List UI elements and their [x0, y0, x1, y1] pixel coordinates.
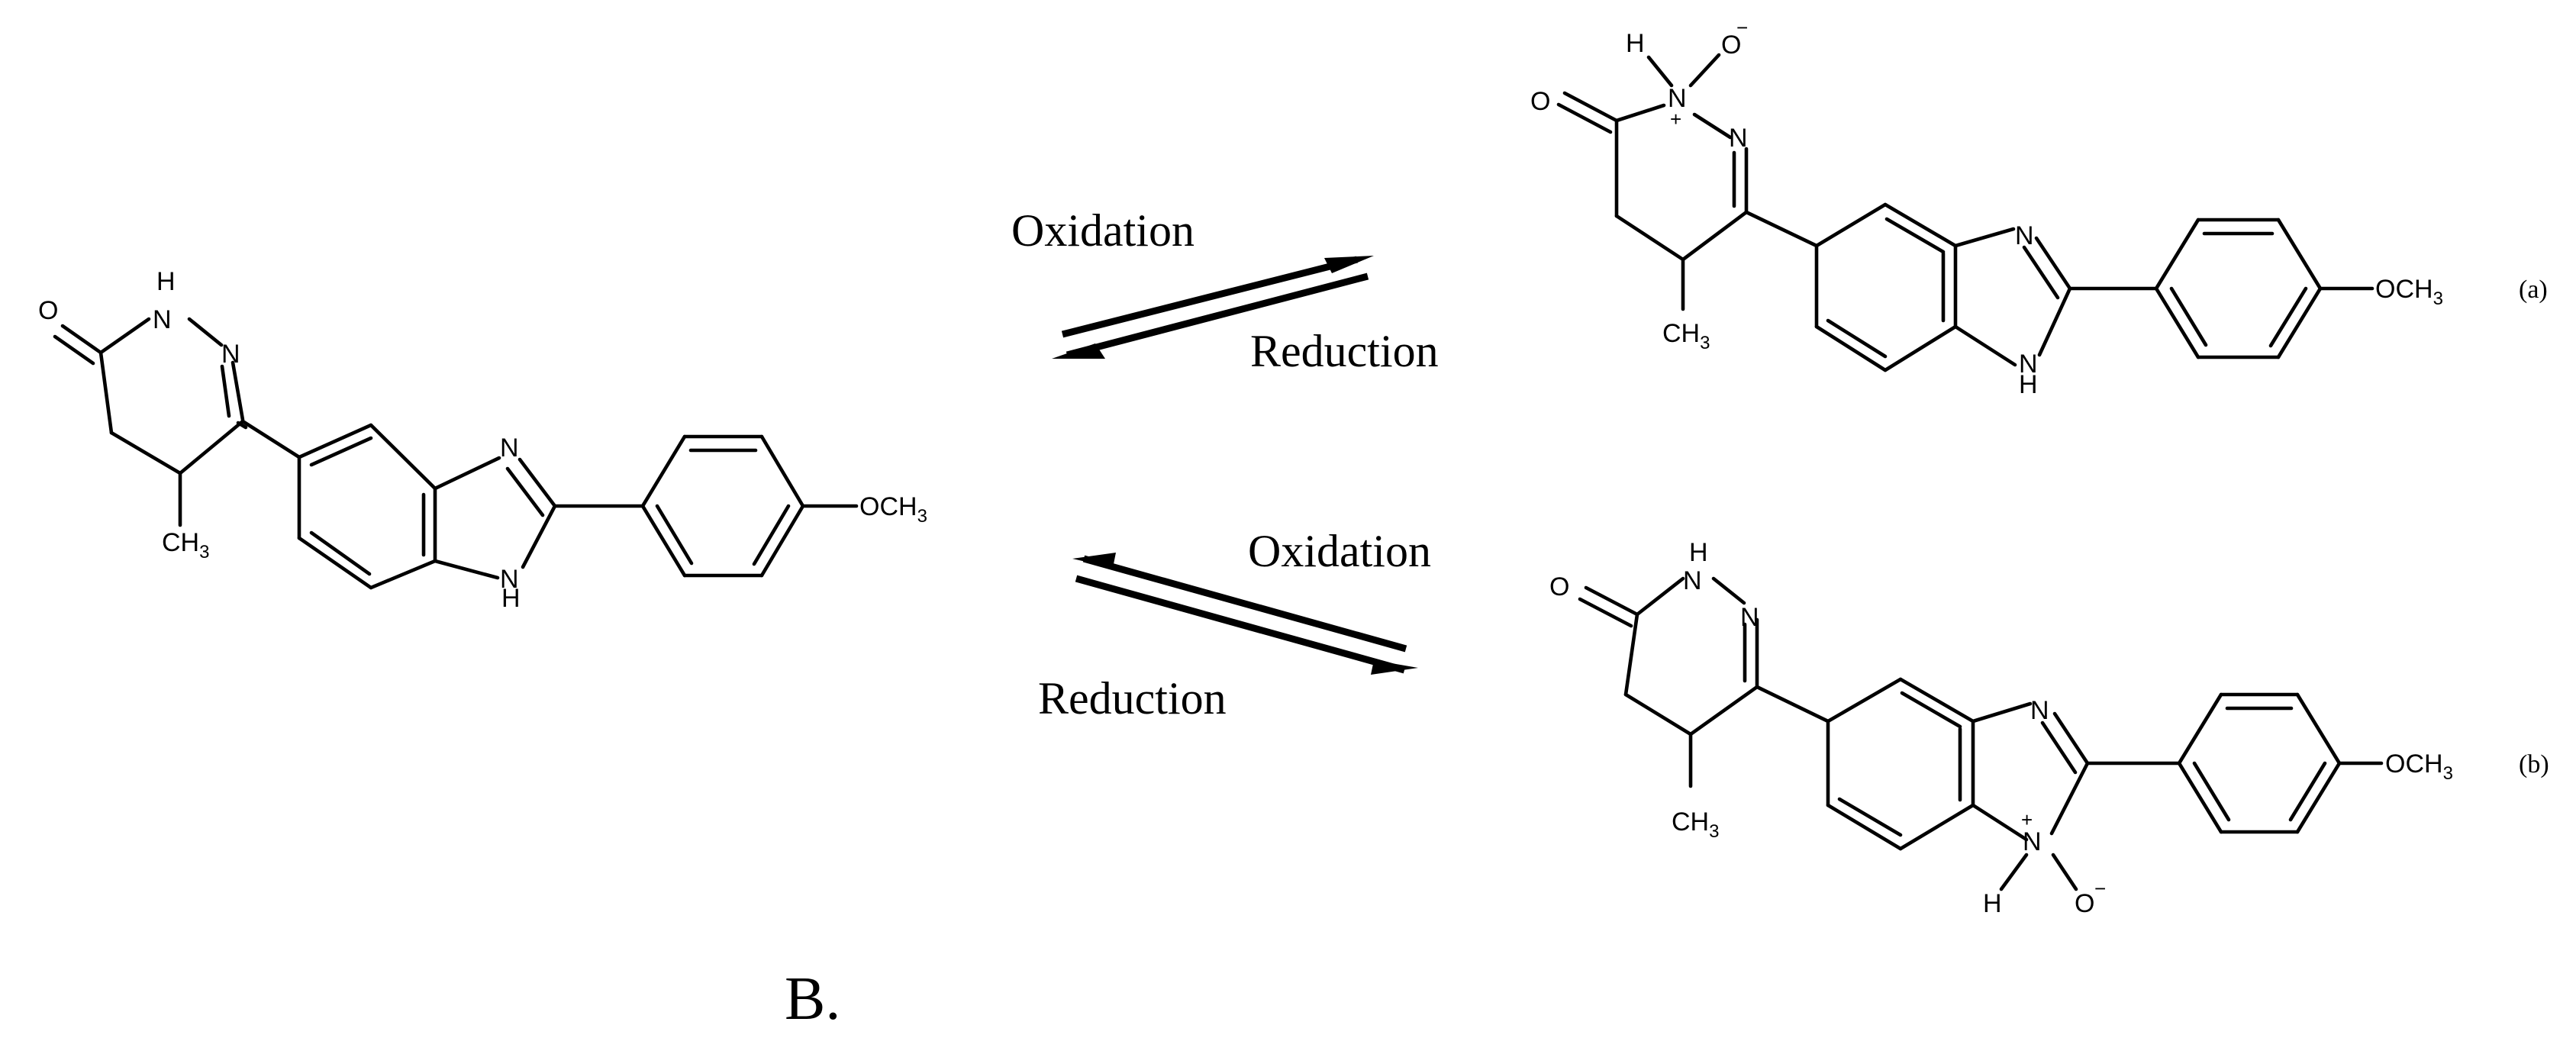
- negative-charge: −: [2094, 877, 2106, 900]
- methyl-label: CH3: [1672, 808, 1719, 842]
- methoxy-label: OCH3: [859, 492, 927, 527]
- product-label-b: (b): [2519, 750, 2549, 778]
- atom-oxygen: O: [38, 296, 58, 325]
- atom-oxygen: O: [1549, 572, 1569, 601]
- atom-nitrogen-positive: N: [2023, 827, 2042, 856]
- atom-hydrogen: H: [1689, 538, 1708, 567]
- label-reduction: Reduction: [1250, 326, 1439, 376]
- molecule-product-a: O H N + O − N CH3 N N H OCH3 (a): [1530, 16, 2548, 399]
- atom-nitrogen: N: [2019, 350, 2038, 379]
- atom-hydrogen: H: [2019, 370, 2038, 399]
- reverse-arrowhead: [1072, 553, 1116, 568]
- atom-nitrogen: N: [500, 434, 519, 463]
- panel-label: B.: [785, 965, 840, 1033]
- equilibrium-arrows-top: Oxidation Reduction: [1011, 205, 1439, 376]
- atom-hydrogen: H: [1626, 29, 1645, 58]
- forward-arrowhead: [1324, 256, 1374, 273]
- molecule-reactant: O H N N CH3 N N H OCH3: [38, 267, 927, 613]
- forward-arrowhead: [1371, 660, 1418, 675]
- reverse-arrow: [1082, 555, 1407, 653]
- label-reduction: Reduction: [1038, 673, 1227, 724]
- methyl-label: CH3: [1662, 319, 1710, 353]
- atom-oxygen: O: [1530, 87, 1550, 116]
- methyl-label: CH3: [162, 528, 209, 563]
- product-label-a: (a): [2519, 276, 2548, 304]
- molecule-bonds: [53, 317, 859, 590]
- label-oxidation: Oxidation: [1248, 526, 1431, 576]
- atom-nitrogen: N: [1683, 566, 1702, 595]
- forward-arrow: [1061, 256, 1359, 338]
- reverse-arrow: [1066, 272, 1369, 359]
- molecule-product-b: O H N N CH3 N N + H O − OCH3 (b): [1549, 538, 2549, 918]
- atom-hydrogen: H: [156, 267, 176, 296]
- reverse-arrowhead: [1052, 343, 1105, 359]
- atom-nitrogen: N: [2015, 221, 2034, 250]
- atom-hydrogen: H: [1983, 889, 2002, 918]
- equilibrium-arrows-bottom: Oxidation Reduction: [1038, 526, 1431, 724]
- atom-nitrogen: N: [221, 340, 240, 369]
- positive-charge: +: [1670, 108, 1681, 131]
- negative-charge: −: [1736, 16, 1748, 39]
- atom-nitrogen: N: [2030, 696, 2049, 725]
- atom-hydrogen: H: [501, 584, 521, 613]
- atom-oxygen-negative: O: [2075, 889, 2094, 918]
- molecule-bonds: [1556, 53, 2374, 372]
- atom-nitrogen: N: [1729, 124, 1748, 153]
- methoxy-label: OCH3: [2385, 749, 2453, 784]
- forward-arrow: [1075, 575, 1406, 674]
- label-oxidation: Oxidation: [1011, 205, 1195, 256]
- atom-nitrogen: N: [153, 305, 172, 334]
- atom-nitrogen: N: [500, 565, 519, 594]
- atom-oxygen-negative: O: [1721, 31, 1741, 60]
- atom-nitrogen: N: [1740, 603, 1759, 632]
- atom-nitrogen-positive: N: [1668, 84, 1687, 113]
- methoxy-label: OCH3: [2375, 275, 2443, 309]
- molecule-bonds: [1578, 576, 2384, 891]
- positive-charge: +: [2021, 808, 2033, 831]
